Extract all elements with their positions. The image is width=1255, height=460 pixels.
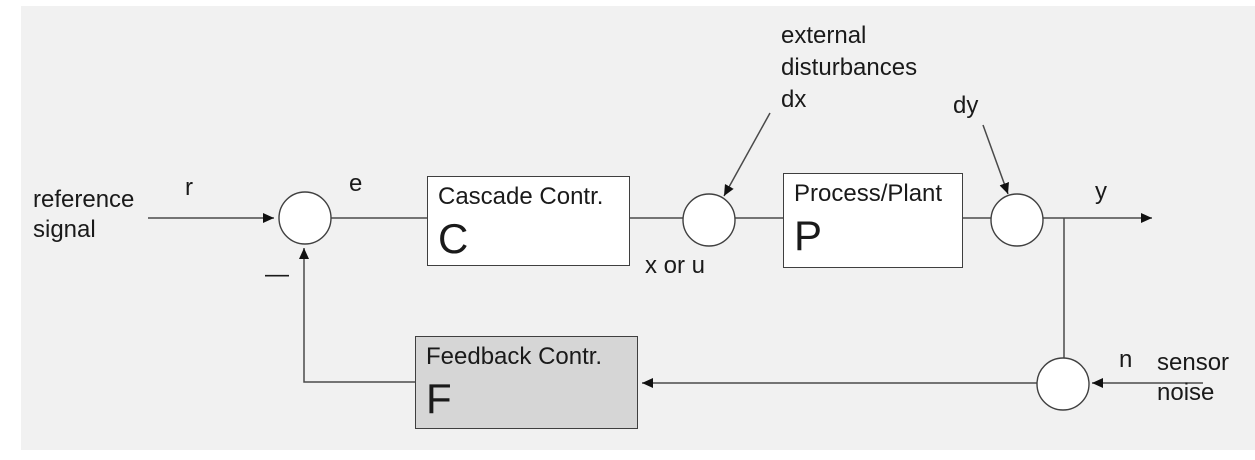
- reference-signal-label: reference signal: [33, 185, 134, 245]
- minus-sign-label: —: [265, 261, 289, 288]
- feedback-controller-block: Feedback Contr. F: [415, 336, 638, 429]
- reference-signal-line1: reference: [33, 186, 135, 213]
- process-plant-symbol: P: [794, 212, 823, 259]
- external-disturbances-label: external disturbances dx: [781, 20, 917, 116]
- external-disturbances-line2: disturbances: [781, 54, 918, 81]
- process-plant-block: Process/Plant P: [783, 173, 963, 268]
- noise-summing-junction: [1036, 357, 1090, 411]
- cascade-controller-symbol: C: [438, 215, 469, 262]
- signal-label-y: y: [1095, 178, 1107, 205]
- external-disturbances-line1: external: [781, 22, 867, 49]
- signal-label-e: e: [349, 170, 363, 197]
- dy-summing-junction: [990, 193, 1044, 247]
- feedback-return-arrow: [299, 248, 415, 383]
- dx-disturbance-arrow: [723, 112, 771, 197]
- signal-label-x-or-u: x or u: [645, 252, 706, 279]
- feedback-controller-symbol: F: [426, 375, 452, 422]
- sensor-noise-line2: noise: [1157, 379, 1215, 406]
- signal-label-n: n: [1119, 346, 1133, 373]
- sensor-noise-line1: sensor: [1157, 349, 1230, 376]
- dy-disturbance-arrow: [982, 124, 1009, 195]
- cascade-controller-block: Cascade Contr. C: [427, 176, 630, 266]
- reference-signal-line2: signal: [33, 216, 96, 243]
- process-plant-title: Process/Plant: [794, 180, 943, 207]
- signal-label-r: r: [185, 174, 193, 201]
- sensor-noise-label: sensor noise: [1157, 348, 1229, 408]
- signal-label-dx: dx: [781, 86, 807, 113]
- dx-summing-junction: [682, 193, 736, 247]
- error-summing-junction: [278, 191, 332, 245]
- cascade-controller-title: Cascade Contr.: [438, 183, 604, 210]
- feedback-controller-title: Feedback Contr.: [426, 343, 603, 370]
- signal-label-dy: dy: [953, 92, 979, 119]
